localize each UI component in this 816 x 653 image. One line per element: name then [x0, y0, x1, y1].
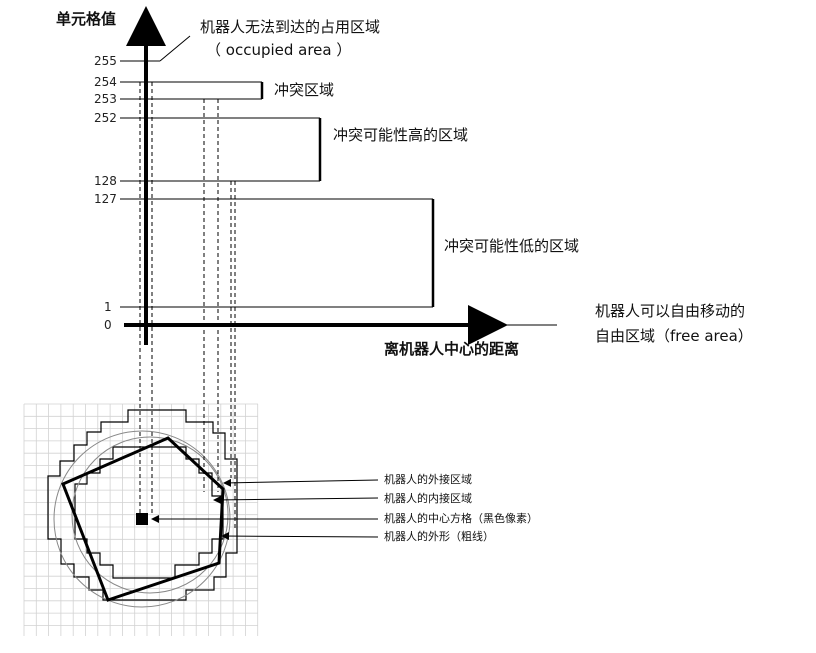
free-area-label-en: 自由区域（free area） [595, 327, 753, 345]
tick-label-255: 255 [94, 54, 117, 68]
robot-center-pixel [136, 513, 148, 525]
x-axis-title: 离机器人中心的距离 [384, 340, 520, 358]
free-area-label: 机器人可以自由移动的 [595, 302, 746, 320]
collision-region-label: 冲突区域 [274, 81, 335, 99]
robot-shape [61, 436, 225, 602]
tick-label-127: 127 [94, 192, 117, 206]
y-axis-title: 单元格值 [56, 10, 117, 28]
tick-label-253: 253 [94, 92, 117, 106]
tick-label-252: 252 [94, 111, 117, 125]
high-risk-region-label: 冲突可能性高的区域 [333, 126, 469, 144]
low-risk-region-label: 冲突可能性低的区域 [444, 237, 580, 255]
inner-circle [71, 436, 229, 594]
legend-center: 机器人的中心方格（黑色像素） [384, 512, 538, 525]
outer-staircase [47, 409, 238, 601]
legend-outer: 机器人的外接区域 [384, 473, 472, 486]
legend-shape: 机器人的外形（粗线） [384, 530, 494, 543]
tick-lines [120, 35, 433, 308]
tick-label-1: 1 [104, 300, 112, 314]
region-bars [260, 82, 435, 307]
tick-label-254: 254 [94, 75, 117, 89]
occupied-label-en: （ occupied area ） [206, 41, 352, 59]
legend-arrows [151, 478, 379, 541]
tick-label-128: 128 [94, 174, 117, 188]
occupied-label: 机器人无法到达的占用区域 [200, 18, 381, 36]
legend-inner: 机器人的内接区域 [384, 492, 472, 505]
projection-lines [139, 82, 236, 530]
tick-label-0: 0 [104, 318, 112, 332]
